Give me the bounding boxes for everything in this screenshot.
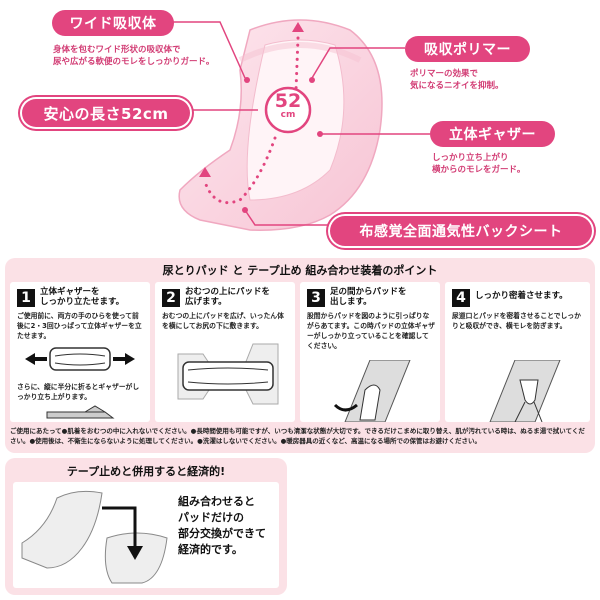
length-badge: 52 cm — [266, 92, 310, 120]
step-sub-body: さらに、縦に半分に折るとギャザーがしっかり立ち上がります。 — [17, 383, 140, 401]
step-number: 2 — [162, 289, 180, 307]
step-body: 尿道口とパッドを密着させることでしっかりと吸収ができ、横モレを防ぎます。 — [452, 312, 581, 330]
step-1: 1 立体ギャザーを しっかり立たせます。 ご使用前に、両方の手のひらを使って前後… — [10, 282, 150, 422]
feature-backsheet: 布感覚全面通気性バックシート — [330, 216, 592, 246]
feature-length: 安心の長さ52cm — [22, 99, 190, 127]
economy-content: 組み合わせると パッドだけの 部分交換ができて 経済的です。 — [13, 482, 279, 588]
pad-on-diaper-illustration — [177, 343, 279, 405]
length-value: 52 — [274, 90, 302, 112]
step-3: 3 足の間からパッドを 出します。 股間からパッドを図のように引っぱりながらあて… — [300, 282, 440, 422]
step-body: 股間からパッドを図のように引っぱりながらあてます。この時パッドの立体ギャザーがし… — [307, 312, 435, 350]
usage-caution: ご使用にあたって●肌着をおむつの中に入れないでください。●長時間使用も可能ですが… — [10, 427, 585, 445]
step-heading: おむつの上にパッドを 広げます。 — [185, 287, 271, 307]
feature-polymer: 吸収ポリマー — [405, 36, 530, 62]
pad-fitted-illustration — [489, 360, 561, 422]
pad-illustration — [130, 19, 430, 231]
folded-pad-illustration — [46, 405, 115, 419]
feature-gathers-desc: しっかり立ち上がり 横からのモレをガード。 — [432, 153, 526, 175]
step-body: ご使用前に、両方の手のひらを使って前後に2・3回ひっぱって立体ギャザーを立たせま… — [17, 312, 142, 340]
step-number: 1 — [17, 289, 35, 307]
feature-wide-absorber-desc: 身体を包むワイド形状の吸収体で 尿や広がる軟便のモレをしっかりガード。 — [53, 45, 215, 67]
wearing-guide: 尿とりパッド と テープ止め 組み合わせ装着のポイント 1 立体ギャザーを しっ… — [5, 258, 595, 453]
step-4: 4 しっかり密着させます。 尿道口とパッドを密着させることでしっかりと吸収ができ… — [445, 282, 590, 422]
feature-polymer-desc: ポリマーの効果で 気になるニオイを抑制。 — [410, 69, 504, 91]
economy-panel: テープ止めと併用すると経済的! 組み合わせると パッドだけの 部分交換ができて … — [5, 458, 287, 595]
pad-stretch-illustration — [25, 347, 135, 371]
step-heading: しっかり密着させます。 — [475, 291, 568, 301]
feature-wide-absorber: ワイド吸収体 — [52, 10, 174, 36]
product-hero: 52 cm ワイド吸収体 身体を包むワイド形状の吸収体で 尿や広がる軟便のモレを… — [0, 0, 600, 255]
step-number: 3 — [307, 289, 325, 307]
step-2: 2 おむつの上にパッドを 広げます。 おむつの上にパッドを広げ、いったん体を横に… — [155, 282, 295, 422]
step-body: おむつの上にパッドを広げ、いったん体を横にしてお尻の下に敷きます。 — [162, 312, 284, 330]
feature-gathers: 立体ギャザー — [430, 121, 555, 147]
step-heading: 足の間からパッドを 出します。 — [330, 287, 407, 307]
step-heading: 立体ギャザーを しっかり立たせます。 — [40, 287, 125, 307]
pad-between-legs-illustration — [333, 360, 411, 422]
length-unit: cm — [280, 110, 296, 120]
guide-title: 尿とりパッド と テープ止め 組み合わせ装着のポイント — [162, 264, 438, 277]
step-number: 4 — [452, 289, 470, 307]
economy-text: 組み合わせると パッドだけの 部分交換ができて 経済的です。 — [178, 495, 266, 556]
pad-and-diaper-illustration — [21, 490, 168, 584]
economy-title: テープ止めと併用すると経済的! — [66, 465, 226, 478]
